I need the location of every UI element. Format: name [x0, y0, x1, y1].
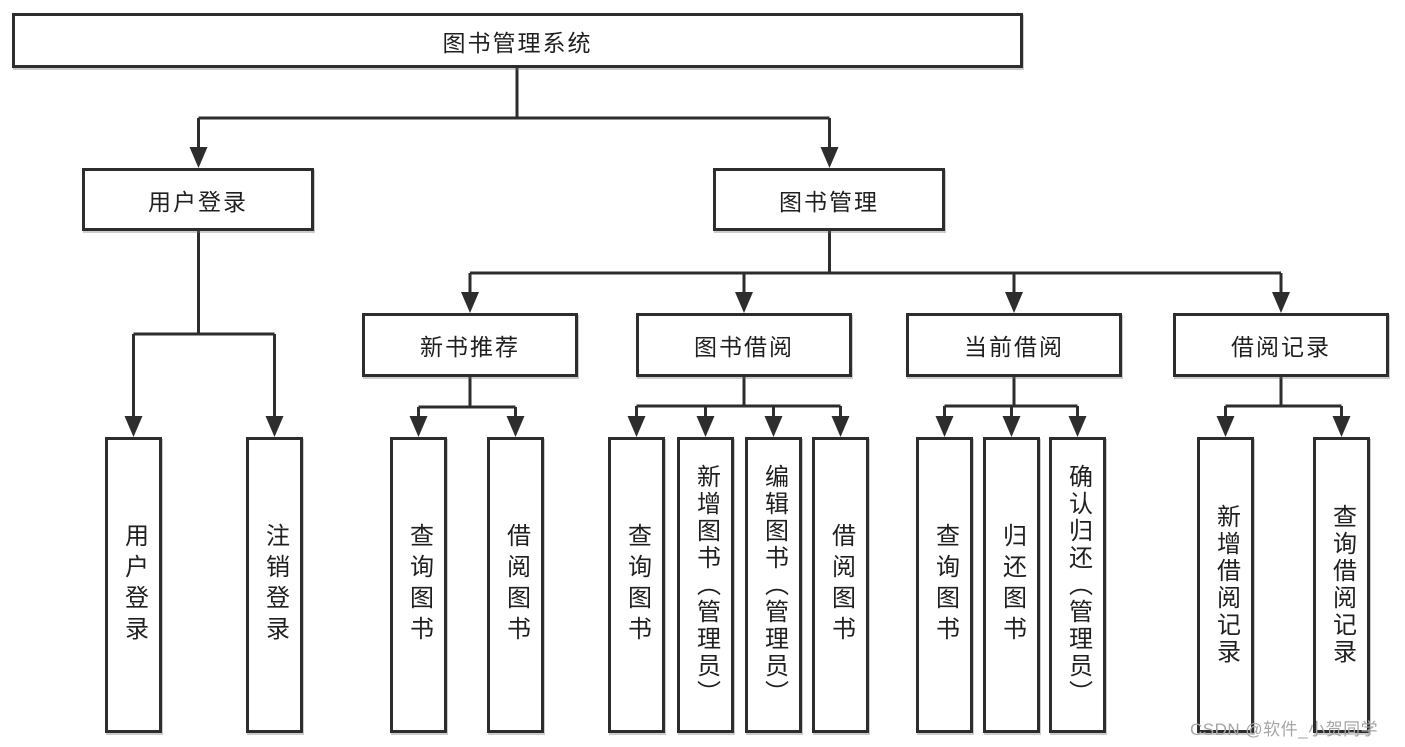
- node-label: 借阅图书: [502, 523, 530, 647]
- node-label: 新增图书（管理员）: [692, 463, 720, 707]
- node-label: 查询图书: [931, 523, 959, 647]
- node-borrowing-records: 借阅记录: [1173, 313, 1389, 377]
- node-label: 注销登录: [261, 523, 289, 647]
- csdn-watermark: CSDN @软件_小贺同学: [1190, 720, 1379, 739]
- node-root-library-management-system: 图书管理系统: [12, 13, 1023, 68]
- node-new-book-recommend: 新书推荐: [362, 313, 578, 377]
- leaf-borrow-books-1: 借阅图书: [487, 437, 544, 733]
- node-label: 归还图书: [998, 523, 1026, 647]
- node-label: 图书管理: [779, 188, 879, 215]
- leaf-borrow-books-2: 借阅图书: [812, 437, 869, 733]
- node-label: 新书推荐: [420, 334, 520, 360]
- node-label: 新增借阅记录: [1212, 504, 1240, 666]
- node-label: 查询图书: [623, 523, 651, 647]
- leaf-confirm-return-admin: 确认归还（管理员）: [1049, 437, 1106, 733]
- leaf-logout: 注销登录: [246, 437, 303, 733]
- leaf-add-borrow-record: 新增借阅记录: [1197, 437, 1254, 733]
- leaf-add-books-admin: 新增图书（管理员）: [677, 437, 734, 733]
- node-current-borrowing: 当前借阅: [906, 313, 1122, 377]
- node-label: 当前借阅: [964, 334, 1064, 360]
- arrowheads: [124, 147, 1351, 437]
- node-label: 查询图书: [405, 523, 433, 647]
- node-label: 借阅图书: [827, 523, 855, 647]
- node-label: 用户登录: [148, 188, 248, 215]
- leaf-query-borrow-record: 查询借阅记录: [1313, 437, 1370, 733]
- node-book-management-branch: 图书管理: [713, 168, 945, 231]
- node-label: 图书管理系统: [442, 29, 593, 56]
- leaf-query-books-3: 查询图书: [916, 437, 973, 733]
- node-book-borrowing: 图书借阅: [636, 313, 852, 377]
- leaf-return-books: 归还图书: [983, 437, 1040, 733]
- leaf-query-books-1: 查询图书: [390, 437, 447, 733]
- node-label: 图书借阅: [694, 334, 794, 360]
- node-label: 查询借阅记录: [1328, 504, 1356, 666]
- leaf-user-login: 用户登录: [105, 437, 162, 733]
- leaf-query-books-2: 查询图书: [608, 437, 665, 733]
- leaf-edit-books-admin: 编辑图书（管理员）: [745, 437, 802, 733]
- node-label: 借阅记录: [1231, 334, 1331, 360]
- node-user-login-branch: 用户登录: [82, 168, 314, 231]
- node-label: 用户登录: [120, 523, 148, 647]
- node-label: 确认归还（管理员）: [1064, 463, 1092, 707]
- node-label: 编辑图书（管理员）: [760, 463, 788, 707]
